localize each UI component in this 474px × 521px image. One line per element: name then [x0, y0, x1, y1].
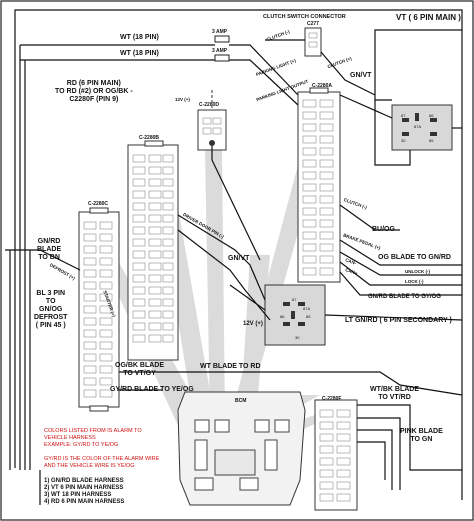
- label-rd-main-line3: C2280F (PIN 9): [69, 96, 119, 103]
- label-wire-unlock: UNLOCK (-): [405, 269, 430, 274]
- label-wire-lock: LOCK (-): [405, 279, 424, 284]
- label-ogbk-blade: OG/BK BLADE TO VT/GY: [115, 362, 164, 378]
- relay-top-pin-87a: 87A: [414, 124, 422, 129]
- label-bl3pin-line4: DEFROST: [34, 314, 68, 321]
- label-bl3pin-line3: GN/OG: [39, 306, 63, 313]
- relay-mid-pin-86: 86: [280, 314, 285, 319]
- red-note-2: EXAMPLE: GY/RD TO YE/OG: [44, 442, 119, 448]
- bcm-module: [177, 391, 306, 506]
- label-vt-main: VT ( 6 PIN MAIN ): [396, 13, 461, 22]
- relay-mid-pin-85: 85: [306, 314, 311, 319]
- label-c2280c: C-2280C: [88, 201, 109, 207]
- label-gnvt-mid: GN/VT: [228, 255, 250, 262]
- label-pink-blade-line1: PINK BLADE: [400, 428, 443, 435]
- label-bl3pin-line2: TO: [45, 298, 56, 305]
- label-bl3pin-line5: ( PIN 45 ): [35, 322, 66, 329]
- label-lt-gnrd: LT GN/RD ( 6 PIN SECONDARY ): [345, 317, 452, 324]
- label-ogbk-blade-line2: TO VT/GY: [123, 370, 156, 377]
- connector-c277: [304, 27, 322, 57]
- label-wt18-2: WT (18 PIN): [120, 50, 159, 57]
- label-wtbk-blade-line1: WT/BK BLADE: [370, 386, 419, 393]
- relay-top-pin-87: 87: [401, 113, 406, 118]
- label-gnrd-blade-gnog: GN/RD BLADE TO GY/OG: [368, 294, 441, 300]
- relay-top-pin-86: 86: [429, 113, 434, 118]
- label-ogbk-blade-line1: OG/BK BLADE: [115, 362, 164, 369]
- fuse-1: [214, 35, 230, 43]
- label-rd-main-line1: RD (6 PIN MAIN): [66, 80, 121, 87]
- label-bl3pin: BL 3 PIN TO GN/OG DEFROST ( PIN 45 ): [34, 290, 67, 330]
- label-buog: BU/OG: [372, 226, 395, 233]
- label-gnrd-blade: GN/RD BLADE TO BN: [37, 238, 61, 262]
- red-note-1: COLORS LISTED FROM IS ALARM TO VEHICLE H…: [44, 428, 142, 441]
- label-rd-main: RD (6 PIN MAIN) TO RD (#2) OR OG/BK - C2…: [55, 80, 133, 104]
- connector-c2280c: [78, 207, 120, 412]
- label-gnrd-blade-line3: TO BN: [38, 254, 60, 261]
- label-rd-main-line2: TO RD (#2) OR OG/BK -: [55, 88, 133, 95]
- label-clutch-conn: CLUTCH SWITCH CONNECTOR: [263, 14, 346, 20]
- label-wtbk-blade: WT/BK BLADE TO VT/RD: [370, 386, 419, 402]
- harness-item-1: 1) GN/RD BLADE HARNESS: [44, 478, 124, 484]
- label-bcm: BCM: [235, 398, 247, 404]
- label-bl3pin-line1: BL 3 PIN: [36, 290, 66, 297]
- label-wtbk-blade-line2: TO VT/RD: [378, 394, 411, 401]
- label-wt18-1: WT (18 PIN): [120, 34, 159, 41]
- label-gyrd-blade: GY/RD BLADE TO YE/OG: [110, 386, 194, 393]
- label-12v: 12V (+): [243, 321, 263, 327]
- connector-c2280a: [297, 87, 341, 283]
- label-c2280d: C-2280D: [199, 102, 220, 108]
- label-wt-blade-rd: WT BLADE TO RD: [200, 363, 261, 370]
- label-c2280f: C-2280F: [322, 396, 342, 402]
- wires: [5, 9, 463, 505]
- connector-c2280b: [127, 140, 179, 361]
- label-amp-1: 3 AMP: [212, 29, 228, 35]
- label-gnrd-blade-line2: BLADE: [37, 246, 62, 253]
- harness-item-4: 4) RD 6 PIN MAIN HARNESS: [44, 499, 125, 505]
- label-c2280a: C-2280A: [312, 83, 333, 89]
- connector-small-top: [197, 109, 227, 151]
- relay-mid-pin-87a: 87A: [303, 306, 311, 311]
- relay-top-pin-30: 30: [401, 138, 406, 143]
- connector-c2280f: [314, 399, 358, 511]
- label-c277: C277: [307, 21, 319, 27]
- label-gnvt-top: GN/VT: [350, 72, 372, 79]
- relay-top: [391, 104, 453, 151]
- harness-list: 1) GN/RD BLADE HARNESS 2) VT 6 PIN MAIN …: [44, 478, 124, 506]
- label-wire-12v: 12V (+): [175, 97, 190, 102]
- label-pink-blade-line2: TO GN: [410, 436, 433, 443]
- relay-mid-pin-87: 87: [292, 297, 297, 302]
- label-amp-2: 3 AMP: [212, 48, 228, 54]
- fuse-2: [214, 54, 230, 62]
- harness-item-2: 2) VT 6 PIN MAIN HARNESS: [44, 485, 124, 491]
- relay-mid-pin-30: 30: [295, 335, 300, 340]
- relay-top-pin-85: 85: [429, 138, 434, 143]
- harness-item-3: 3) WT 18 PIN HARNESS: [44, 492, 112, 498]
- red-note-3: GY/RD IS THE COLOR OF THE ALARM WIRE AND…: [44, 456, 160, 469]
- label-gnrd-blade-line1: GN/RD: [37, 238, 61, 245]
- label-pink-blade: PINK BLADE TO GN: [400, 428, 443, 444]
- label-c2280b: C-2280B: [139, 135, 160, 141]
- label-og-blade: OG BLADE TO GN/RD: [378, 254, 451, 261]
